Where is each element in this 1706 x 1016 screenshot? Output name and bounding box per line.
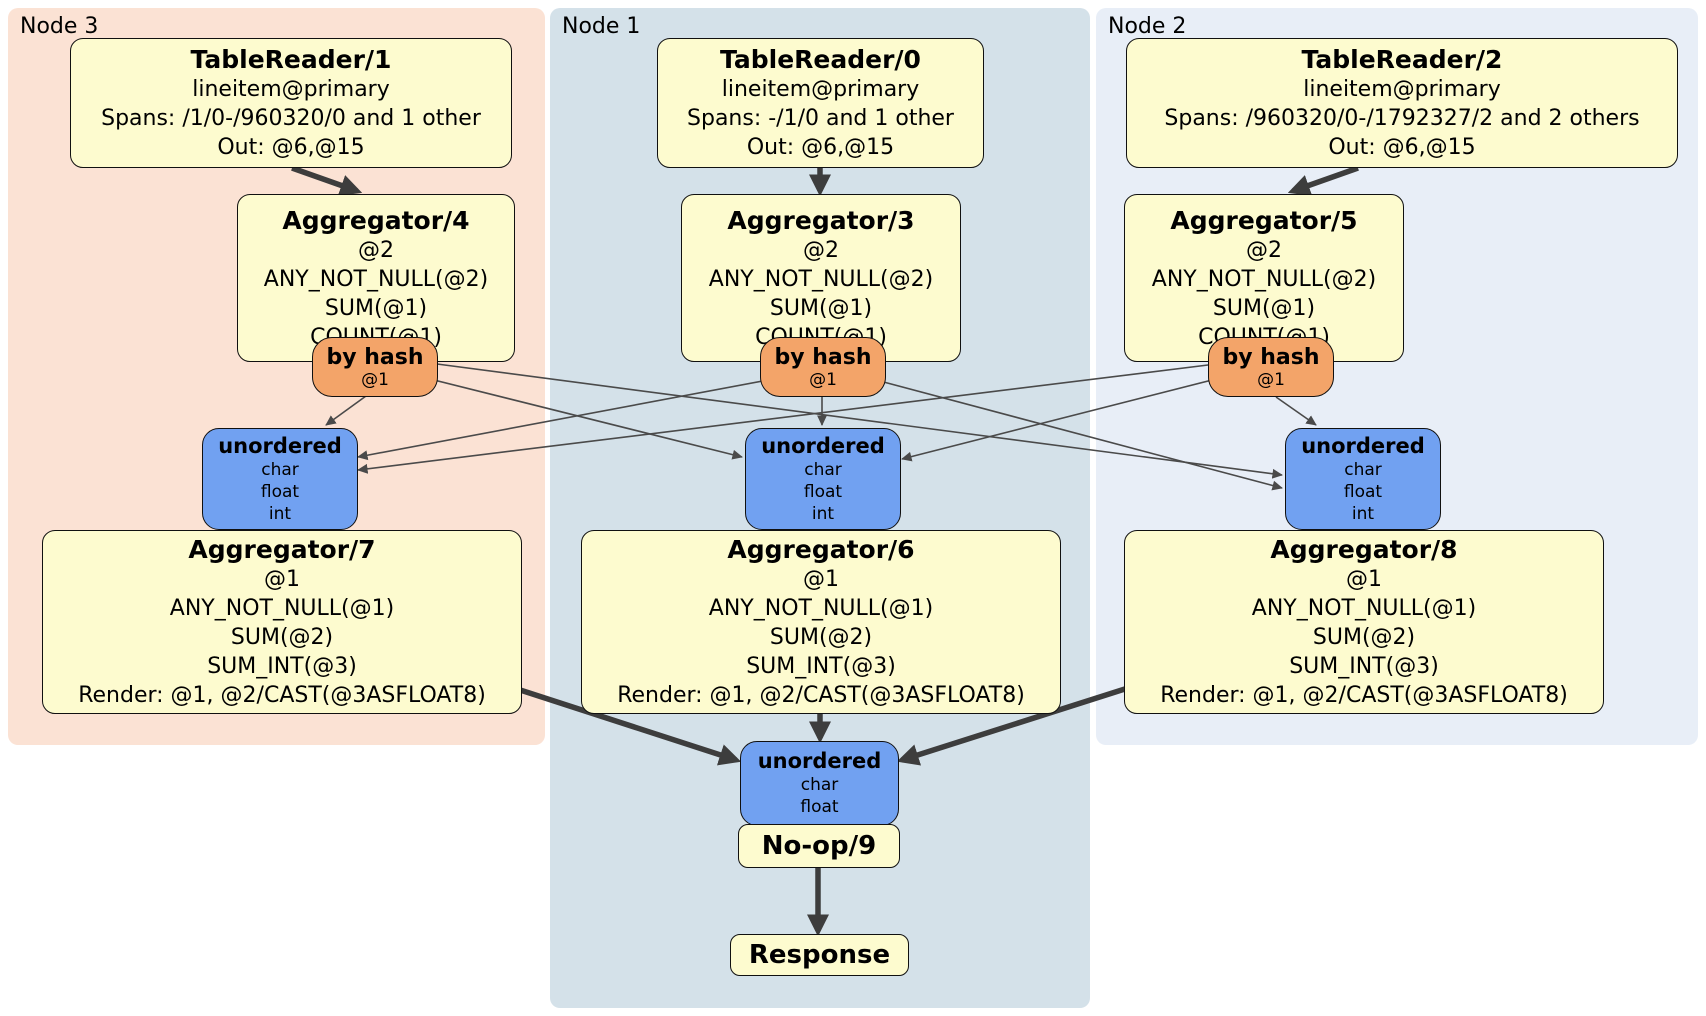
hash-router-4-title: by hash (326, 344, 424, 370)
aggregator-7-box: Aggregator/7 @1 ANY_NOT_NULL(@1) SUM(@2)… (42, 530, 522, 714)
unordered-sync-center-title: unordered (761, 433, 885, 458)
aggregator-6-detail: SUM_INT(@3) (746, 654, 896, 679)
arrow-tablereader2-to-aggregator5 (1287, 165, 1359, 196)
aggregator-8-detail: SUM_INT(@3) (1289, 654, 1439, 679)
edge-router4-to-sync-center (433, 379, 743, 460)
aggregator-4-detail: SUM(@1) (324, 295, 428, 321)
table-reader-2-title: TableReader/2 (1301, 45, 1503, 74)
aggregator-8-title: Aggregator/8 (1270, 535, 1458, 564)
response-box: Response (730, 934, 909, 976)
unordered-sync-right-type: int (1351, 503, 1375, 524)
hash-router-3-title: by hash (774, 344, 872, 370)
aggregator-8-box: Aggregator/8 @1 ANY_NOT_NULL(@1) SUM(@2)… (1124, 530, 1604, 714)
table-reader-0-box: TableReader/0 lineitem@primary Spans: -/… (657, 38, 984, 168)
node3-label: Node 3 (20, 14, 99, 39)
noop-box: No-op/9 (738, 824, 900, 868)
aggregator-3-detail: @2 (803, 237, 839, 263)
unordered-sync-final-title: unordered (757, 749, 882, 773)
hash-router-5: by hash @1 (1208, 337, 1334, 397)
table-reader-1-detail: lineitem@primary (192, 77, 390, 102)
aggregator-4-title: Aggregator/4 (282, 205, 470, 235)
arrow-aggregator8-to-final-sync (896, 685, 1129, 766)
arrow-aggregator7-to-final-sync (513, 685, 742, 766)
hash-router-3-detail: @1 (809, 369, 837, 390)
table-reader-2-detail: lineitem@primary (1303, 77, 1501, 102)
edge-router4-to-sync-left (325, 395, 367, 426)
aggregator-8-detail: SUM(@2) (1312, 625, 1416, 650)
hash-router-4-detail: @1 (361, 369, 389, 390)
aggregator-3-detail: SUM(@1) (769, 295, 873, 321)
unordered-sync-right-type: char (1344, 459, 1382, 480)
aggregator-4-detail: ANY_NOT_NULL(@2) (263, 266, 489, 292)
table-reader-0-title: TableReader/0 (720, 45, 921, 74)
unordered-sync-center-type: char (804, 459, 842, 480)
unordered-sync-final: unordered char float (740, 741, 899, 826)
unordered-sync-left-type: float (260, 481, 300, 502)
aggregator-5-detail: @2 (1246, 237, 1282, 263)
unordered-sync-left: unordered char float int (202, 428, 358, 530)
table-reader-1-box: TableReader/1 lineitem@primary Spans: /1… (70, 38, 512, 168)
aggregator-7-detail: SUM(@2) (230, 625, 334, 650)
aggregator-7-detail: @1 (264, 567, 300, 592)
table-reader-0-detail: Out: @6,@15 (746, 135, 895, 160)
edge-router4-to-sync-right (436, 363, 1283, 479)
aggregator-6-detail: Render: @1, @2/CAST(@3ASFLOAT8) (617, 683, 1025, 708)
unordered-sync-center-type: int (811, 503, 835, 524)
table-reader-1-detail: Out: @6,@15 (217, 135, 365, 160)
aggregator-5-title: Aggregator/5 (1170, 205, 1358, 235)
aggregator-7-detail: Render: @1, @2/CAST(@3ASFLOAT8) (78, 683, 486, 708)
unordered-sync-final-type: float (800, 797, 839, 817)
aggregator-4-detail: @2 (358, 237, 394, 263)
arrow-tablereader1-to-aggregator4 (291, 165, 363, 196)
node2-label: Node 2 (1108, 14, 1187, 39)
edge-router3-to-sync-right (875, 379, 1283, 491)
hash-router-5-title: by hash (1222, 344, 1320, 370)
hash-router-4: by hash @1 (312, 337, 438, 397)
unordered-sync-right: unordered char float int (1285, 428, 1441, 530)
aggregator-5-detail: ANY_NOT_NULL(@2) (1151, 266, 1377, 292)
unordered-sync-right-type: float (1343, 481, 1383, 502)
unordered-sync-left-type: int (268, 503, 292, 524)
aggregator-8-detail: ANY_NOT_NULL(@1) (1251, 596, 1477, 621)
unordered-sync-left-type: char (261, 459, 299, 480)
unordered-sync-right-title: unordered (1301, 433, 1425, 458)
aggregator-6-detail: ANY_NOT_NULL(@1) (708, 596, 934, 621)
hash-router-5-detail: @1 (1257, 369, 1285, 390)
unordered-sync-center: unordered char float int (745, 428, 901, 530)
aggregator-6-detail: @1 (803, 567, 839, 592)
unordered-sync-center-type: float (803, 481, 843, 502)
aggregator-6-detail: SUM(@2) (769, 625, 873, 650)
aggregator-8-detail: @1 (1346, 567, 1382, 592)
aggregator-6-title: Aggregator/6 (727, 535, 915, 564)
aggregator-7-detail: SUM_INT(@3) (207, 654, 357, 679)
node1-label: Node 1 (562, 14, 641, 39)
table-reader-1-title: TableReader/1 (190, 45, 392, 74)
edge-router3-to-sync-left (357, 379, 769, 461)
aggregator-5-detail: SUM(@1) (1212, 295, 1316, 321)
aggregator-3-title: Aggregator/3 (727, 205, 915, 235)
table-reader-0-detail: lineitem@primary (721, 77, 920, 102)
unordered-sync-final-type: char (800, 775, 839, 795)
table-reader-2-detail: Out: @6,@15 (1328, 135, 1476, 160)
table-reader-1-detail: Spans: /1/0-/960320/0 and 1 other (101, 106, 481, 131)
aggregator-6-box: Aggregator/6 @1 ANY_NOT_NULL(@1) SUM(@2)… (581, 530, 1061, 714)
table-reader-2-detail: Spans: /960320/0-/1792327/2 and 2 others (1164, 106, 1640, 131)
edge-router5-to-sync-right (1275, 396, 1317, 426)
aggregator-8-detail: Render: @1, @2/CAST(@3ASFLOAT8) (1160, 683, 1568, 708)
unordered-sync-left-title: unordered (218, 433, 342, 458)
edge-router5-to-sync-center (901, 379, 1213, 462)
hash-router-3: by hash @1 (760, 337, 886, 397)
aggregator-3-detail: ANY_NOT_NULL(@2) (708, 266, 934, 292)
aggregator-7-title: Aggregator/7 (188, 535, 376, 564)
aggregator-7-detail: ANY_NOT_NULL(@1) (169, 596, 395, 621)
aggregator-5-box: Aggregator/5 @2 ANY_NOT_NULL(@2) SUM(@1)… (1124, 194, 1404, 362)
table-reader-0-detail: Spans: -/1/0 and 1 other (687, 106, 954, 131)
table-reader-2-box: TableReader/2 lineitem@primary Spans: /9… (1126, 38, 1678, 168)
edge-router5-to-sync-left (357, 363, 1217, 474)
